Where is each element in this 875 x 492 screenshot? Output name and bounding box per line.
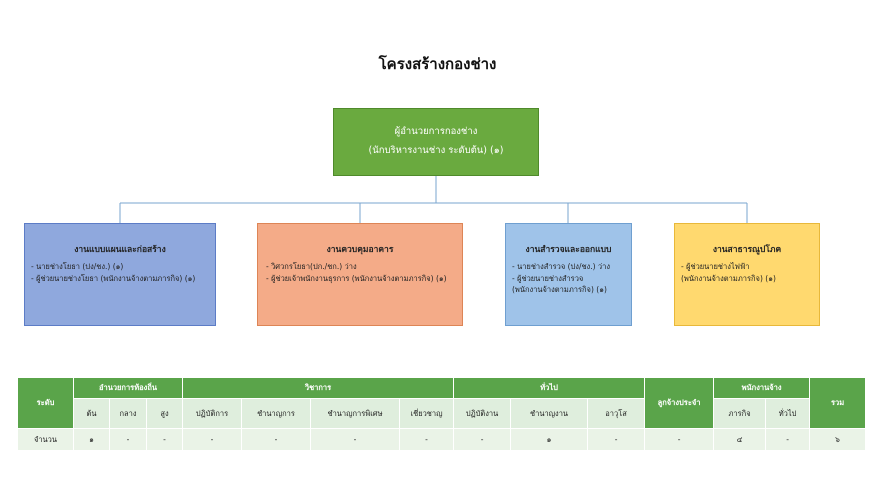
table-row: จำนวน ๑ - - - - - - - ๑ - - ๔ - ๖ (17, 428, 867, 451)
subheader-cell: ปฏิบัติงาน (453, 398, 512, 429)
unit-staff-line: - นายช่างสำรวจ (ปง/ชง.) ว่าง (512, 262, 611, 272)
unit-staff-line: (พนักงานจ้างตามภารกิจ) (๑) (512, 285, 607, 295)
director-box: ผู้อำนวยการกองช่าง (นักบริหารงานช่าง ระด… (333, 108, 539, 176)
level-header: ระดับ (17, 377, 74, 429)
unit-title: งานสาธารณูปโภค (712, 245, 782, 255)
subheader-cell: ชำนาญงาน (510, 398, 589, 429)
value-cell: ๑ (510, 428, 589, 451)
value-cell: ๑ (73, 428, 110, 451)
total-header: รวม (809, 377, 867, 429)
unit-title: งานสำรวจและออกแบบ (525, 245, 612, 255)
unit-title: งานควบคุมอาคาร (326, 245, 394, 255)
group-staff-header: พนักงานจ้าง (713, 377, 811, 399)
unit-staff-line: - ผู้ช่วยเจ้าพนักงานธุรการ (พนักงานจ้างต… (266, 273, 447, 283)
row-label: จำนวน (17, 428, 74, 451)
value-cell: - (182, 428, 242, 451)
subheader-cell: สูง (146, 398, 183, 429)
connector-lines (119, 176, 748, 223)
unit-staff-line: - ผู้ช่วยนายช่างโยธา (พนักงานจ้างตามภารก… (31, 273, 196, 283)
subheader-cell: ชำนาญการ (241, 398, 311, 429)
value-cell: - (109, 428, 147, 451)
unit-design-construction: งานแบบแผนและก่อสร้าง - นายช่างโยธา (ปง/ช… (24, 223, 216, 326)
subheader-cell: ต้น (73, 398, 110, 429)
subheader-cell: ทั่วไป (765, 398, 811, 429)
unit-staff-line: - วิศวกรโยธา(ปก./ชก.) ว่าง (266, 262, 357, 272)
value-cell: - (146, 428, 183, 451)
unit-survey-design: งานสำรวจและออกแบบ - นายช่างสำรวจ (ปง/ชง.… (505, 223, 632, 326)
value-cell: - (453, 428, 512, 451)
value-cell: ๖ (809, 428, 867, 451)
group-academic-header: วิชาการ (181, 377, 455, 399)
unit-public-utilities: งานสาธารณูปโภค - ผู้ช่วยนายช่างไฟฟ้า (พน… (674, 223, 820, 326)
unit-staff-line: - ผู้ช่วยนายช่างไฟฟ้า (681, 262, 750, 272)
staffing-table: ระดับ อำนวยการท้องถิ่น วิชาการ ทั่วไป ลู… (17, 377, 867, 451)
value-cell: - (398, 428, 455, 451)
unit-staff-line: (พนักงานจ้างตามภารกิจ) (๑) (681, 273, 776, 283)
subheader-cell: ปฏิบัติการ (182, 398, 242, 429)
chart-title: โครงสร้างกองช่าง (378, 55, 497, 73)
group-permanent-header: ลูกจ้างประจำ (644, 377, 715, 429)
unit-staff-line: - ผู้ช่วยนายช่างสำรวจ (512, 273, 584, 283)
group-local-header: อำนวยการท้องถิ่น (73, 377, 183, 399)
value-cell: - (310, 428, 400, 451)
subheader-cell: ชำนาญการพิเศษ (310, 398, 400, 429)
director-title: ผู้อำนวยการกองช่าง (394, 126, 478, 138)
value-cell: - (241, 428, 311, 451)
subheader-cell: อาวุโส (587, 398, 646, 429)
unit-title: งานแบบแผนและก่อสร้าง (74, 245, 166, 255)
subheader-cell: ภารกิจ (713, 398, 767, 429)
value-cell: ๔ (713, 428, 767, 451)
unit-building-control: งานควบคุมอาคาร - วิศวกรโยธา(ปก./ชก.) ว่า… (257, 223, 463, 326)
value-cell: - (587, 428, 646, 451)
subheader-cell: กลาง (109, 398, 147, 429)
subheader-cell: เชี่ยวชาญ (398, 398, 455, 429)
value-cell: - (644, 428, 715, 451)
unit-staff-line: - นายช่างโยธา (ปง/ชง.) (๑) (31, 262, 124, 272)
value-cell: - (765, 428, 811, 451)
director-position: (นักบริหารงานช่าง ระดับต้น) (๑) (368, 145, 504, 156)
group-general-header: ทั่วไป (453, 377, 646, 399)
